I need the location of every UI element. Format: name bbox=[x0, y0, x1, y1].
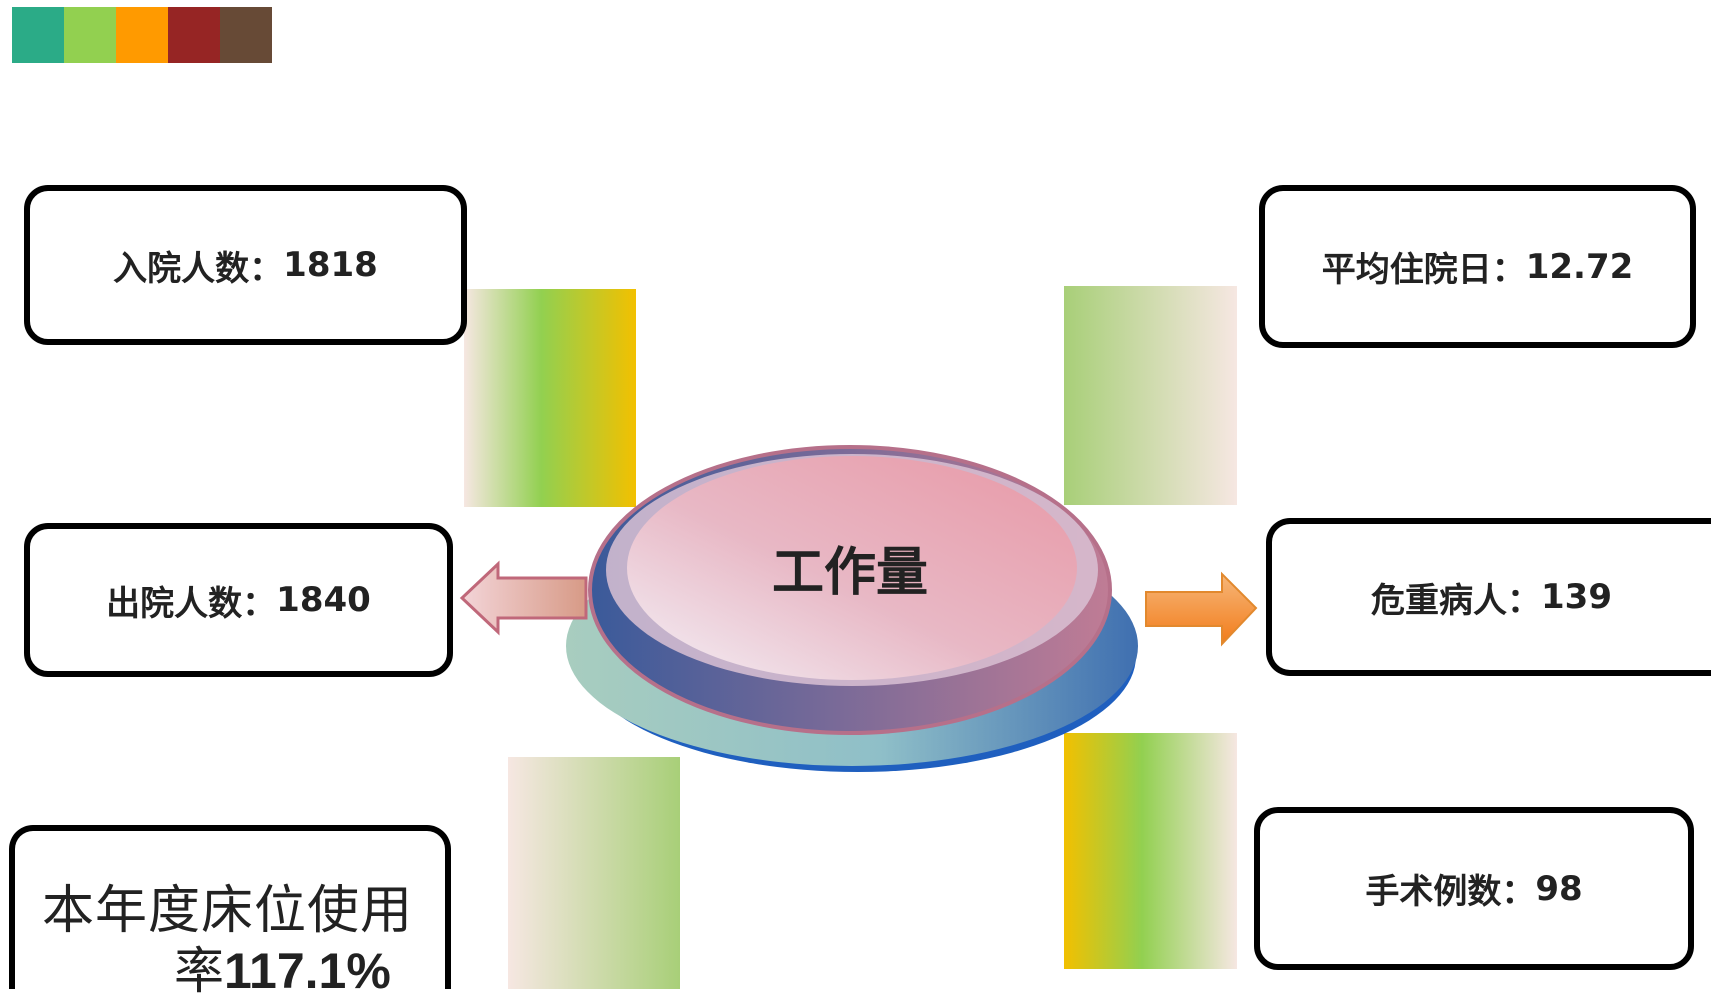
surgeries-label: 手术例数： bbox=[1365, 872, 1536, 912]
bed-rate-text: 本年度床位使用 率117.1% bbox=[42, 868, 442, 1003]
discharges-box: 出院人数： 1840 bbox=[24, 523, 453, 677]
critical-value: 139 bbox=[1541, 577, 1612, 617]
bed-rate-value: 117.1% bbox=[224, 943, 391, 999]
gradient-panel-bottom-left bbox=[508, 757, 680, 989]
swatch-teal bbox=[12, 7, 64, 63]
critical-label: 危重病人： bbox=[1371, 580, 1541, 621]
admissions-value: 1818 bbox=[283, 245, 378, 285]
swatch-maroon bbox=[168, 7, 220, 63]
critical-box: 危重病人： 139 bbox=[1266, 518, 1711, 676]
discharges-value: 1840 bbox=[276, 580, 371, 620]
admissions-box: 入院人数： 1818 bbox=[24, 185, 467, 345]
avg-stay-label: 平均住院日： bbox=[1321, 250, 1526, 290]
bed-rate-box bbox=[9, 825, 451, 989]
gradient-panel-bottom-right bbox=[1064, 733, 1237, 969]
discharges-label: 出院人数： bbox=[106, 583, 277, 624]
bed-rate-label-suffix: 率 bbox=[174, 942, 224, 1000]
gradient-panel-top-left bbox=[464, 289, 636, 507]
hub-top bbox=[627, 456, 1077, 680]
swatch-green bbox=[64, 7, 116, 63]
avg-stay-value: 12.72 bbox=[1525, 246, 1634, 287]
admissions-label: 入院人数： bbox=[113, 248, 284, 289]
surgeries-value: 98 bbox=[1535, 868, 1583, 909]
swatch-orange bbox=[116, 7, 168, 63]
surgeries-box: 手术例数： 98 bbox=[1254, 807, 1694, 970]
swatch-brown bbox=[220, 7, 272, 63]
gradient-panel-top-right bbox=[1064, 286, 1237, 505]
arrow-right-icon bbox=[1145, 571, 1258, 647]
hub-title: 工作量 bbox=[771, 542, 928, 603]
color-swatch-bar bbox=[12, 7, 272, 63]
avg-stay-box: 平均住院日： 12.72 bbox=[1259, 185, 1696, 348]
bed-rate-label: 本年度床位使用 bbox=[42, 881, 414, 941]
arrow-left-icon bbox=[459, 560, 588, 636]
